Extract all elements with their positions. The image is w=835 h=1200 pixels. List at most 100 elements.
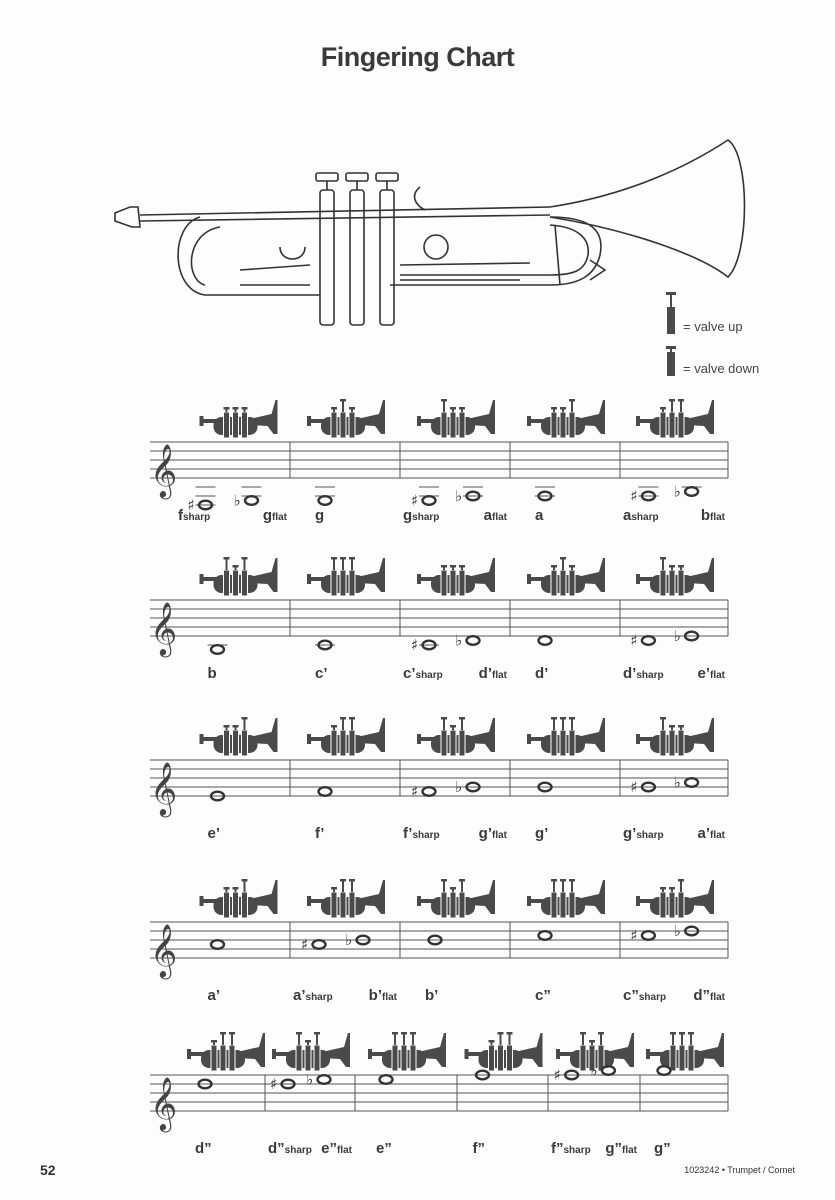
note-accidental-label: flat <box>492 830 507 841</box>
note-head <box>656 1065 672 1077</box>
note-label: a’flat <box>697 825 725 842</box>
note-head <box>311 938 327 950</box>
valve-up-icon <box>569 879 575 882</box>
valve-up-icon <box>688 1032 694 1035</box>
note-name: a’ <box>293 987 306 1004</box>
note <box>427 934 443 946</box>
legend-valve-down: = valve down <box>665 346 759 376</box>
valve-down-icon <box>560 407 566 410</box>
trumpet-fingering-icon <box>527 717 605 757</box>
note <box>537 930 553 942</box>
valve-up-icon <box>410 1032 416 1035</box>
valve-down-icon <box>450 725 456 728</box>
note-head <box>197 499 214 511</box>
flat-icon: ♭ <box>455 632 462 650</box>
note-name: g’ <box>535 825 549 842</box>
trumpet-fingering-icon <box>464 1032 543 1072</box>
trumpet-fingering-icon <box>636 717 714 757</box>
note-name: f” <box>472 1140 486 1157</box>
note-head <box>563 1069 580 1081</box>
note-accidental-label: flat <box>337 1145 352 1156</box>
valve-down-icon <box>232 725 239 728</box>
note-head <box>209 938 226 950</box>
note-accidental-label: flat <box>382 992 397 1003</box>
sharp-icon: ♯ <box>411 492 418 510</box>
trumpet-illustration <box>114 139 746 326</box>
note-head <box>683 776 700 788</box>
note-name: a’ <box>207 987 221 1004</box>
sharp-icon: ♯ <box>630 778 637 796</box>
note-label: c’sharp <box>403 665 443 682</box>
flat-icon: ♭ <box>590 1062 597 1080</box>
valve-down-icon <box>669 887 675 890</box>
note-label: e’flat <box>697 665 725 682</box>
valve-down-icon <box>669 565 675 568</box>
trumpet-fingering-icon <box>636 879 714 919</box>
valve-down-icon <box>678 725 684 728</box>
valve-up-icon <box>551 879 557 882</box>
valve-up-icon <box>678 879 684 882</box>
note <box>207 643 228 655</box>
note-name: f’ <box>315 825 325 842</box>
treble-clef-icon: 𝄞 <box>150 761 177 817</box>
note: ♯ <box>270 1075 296 1093</box>
trumpet-fingering-icon <box>368 1032 446 1072</box>
note-accidental-label: flat <box>710 512 725 523</box>
valve-up-icon <box>569 717 575 720</box>
valve-up-icon <box>392 1032 398 1035</box>
note-head <box>537 634 553 646</box>
note-label: aflat <box>484 507 507 524</box>
treble-clef-icon: 𝄞 <box>150 443 177 499</box>
note: ♯ <box>630 632 657 650</box>
note-head <box>600 1065 617 1077</box>
note-label: c”sharp <box>623 987 666 1004</box>
legend-valve-up-label: = valve up <box>683 319 743 334</box>
note-head <box>317 494 333 506</box>
note-head <box>197 1078 213 1090</box>
note-accidental-label: sharp <box>415 670 443 681</box>
note-label: fsharp <box>178 507 210 524</box>
note: ♯ <box>411 486 439 510</box>
valve-up-icon <box>560 717 566 720</box>
valve-up-icon <box>349 717 355 720</box>
valve-up-icon <box>551 717 557 720</box>
staff-system: 𝄞♯♭♯♭ <box>150 717 729 817</box>
note-label: gsharp <box>403 507 439 524</box>
note-head <box>537 490 553 502</box>
page-number: 52 <box>40 1162 56 1178</box>
flat-icon: ♭ <box>345 931 352 949</box>
note-head <box>317 639 333 651</box>
note-head <box>465 634 481 646</box>
note <box>378 1074 394 1086</box>
treble-clef-icon: 𝄞 <box>150 923 177 979</box>
note <box>537 781 553 793</box>
note-name: c’ <box>315 665 328 682</box>
trumpet-fingering-icon <box>199 879 278 919</box>
trumpet-fingering-icon <box>417 558 495 597</box>
valve-up-icon <box>401 1032 407 1035</box>
note-accidental-label: sharp <box>284 1145 312 1156</box>
flat-icon: ♭ <box>674 483 681 501</box>
note-name: g <box>262 507 272 524</box>
note <box>209 938 226 950</box>
note <box>209 790 226 802</box>
note-name: a <box>535 507 544 524</box>
note-head <box>537 781 553 793</box>
note-head <box>683 485 700 497</box>
note-accidental-label: sharp <box>638 992 667 1003</box>
sharp-icon: ♯ <box>411 783 418 801</box>
note <box>315 639 335 651</box>
valve-down-icon <box>305 1040 311 1043</box>
note-name: a <box>623 507 632 524</box>
note-head <box>421 639 437 651</box>
note-head <box>316 1074 332 1086</box>
trumpet-fingering-icon <box>187 1032 265 1072</box>
trumpet-fingering-icon <box>527 557 605 597</box>
note-label: d’flat <box>479 665 507 682</box>
note-accidental-label: sharp <box>305 992 333 1003</box>
note-label: e” <box>376 1140 392 1157</box>
note <box>537 634 553 646</box>
note-label: b’ <box>425 987 438 1004</box>
note: ♯ <box>188 486 216 514</box>
